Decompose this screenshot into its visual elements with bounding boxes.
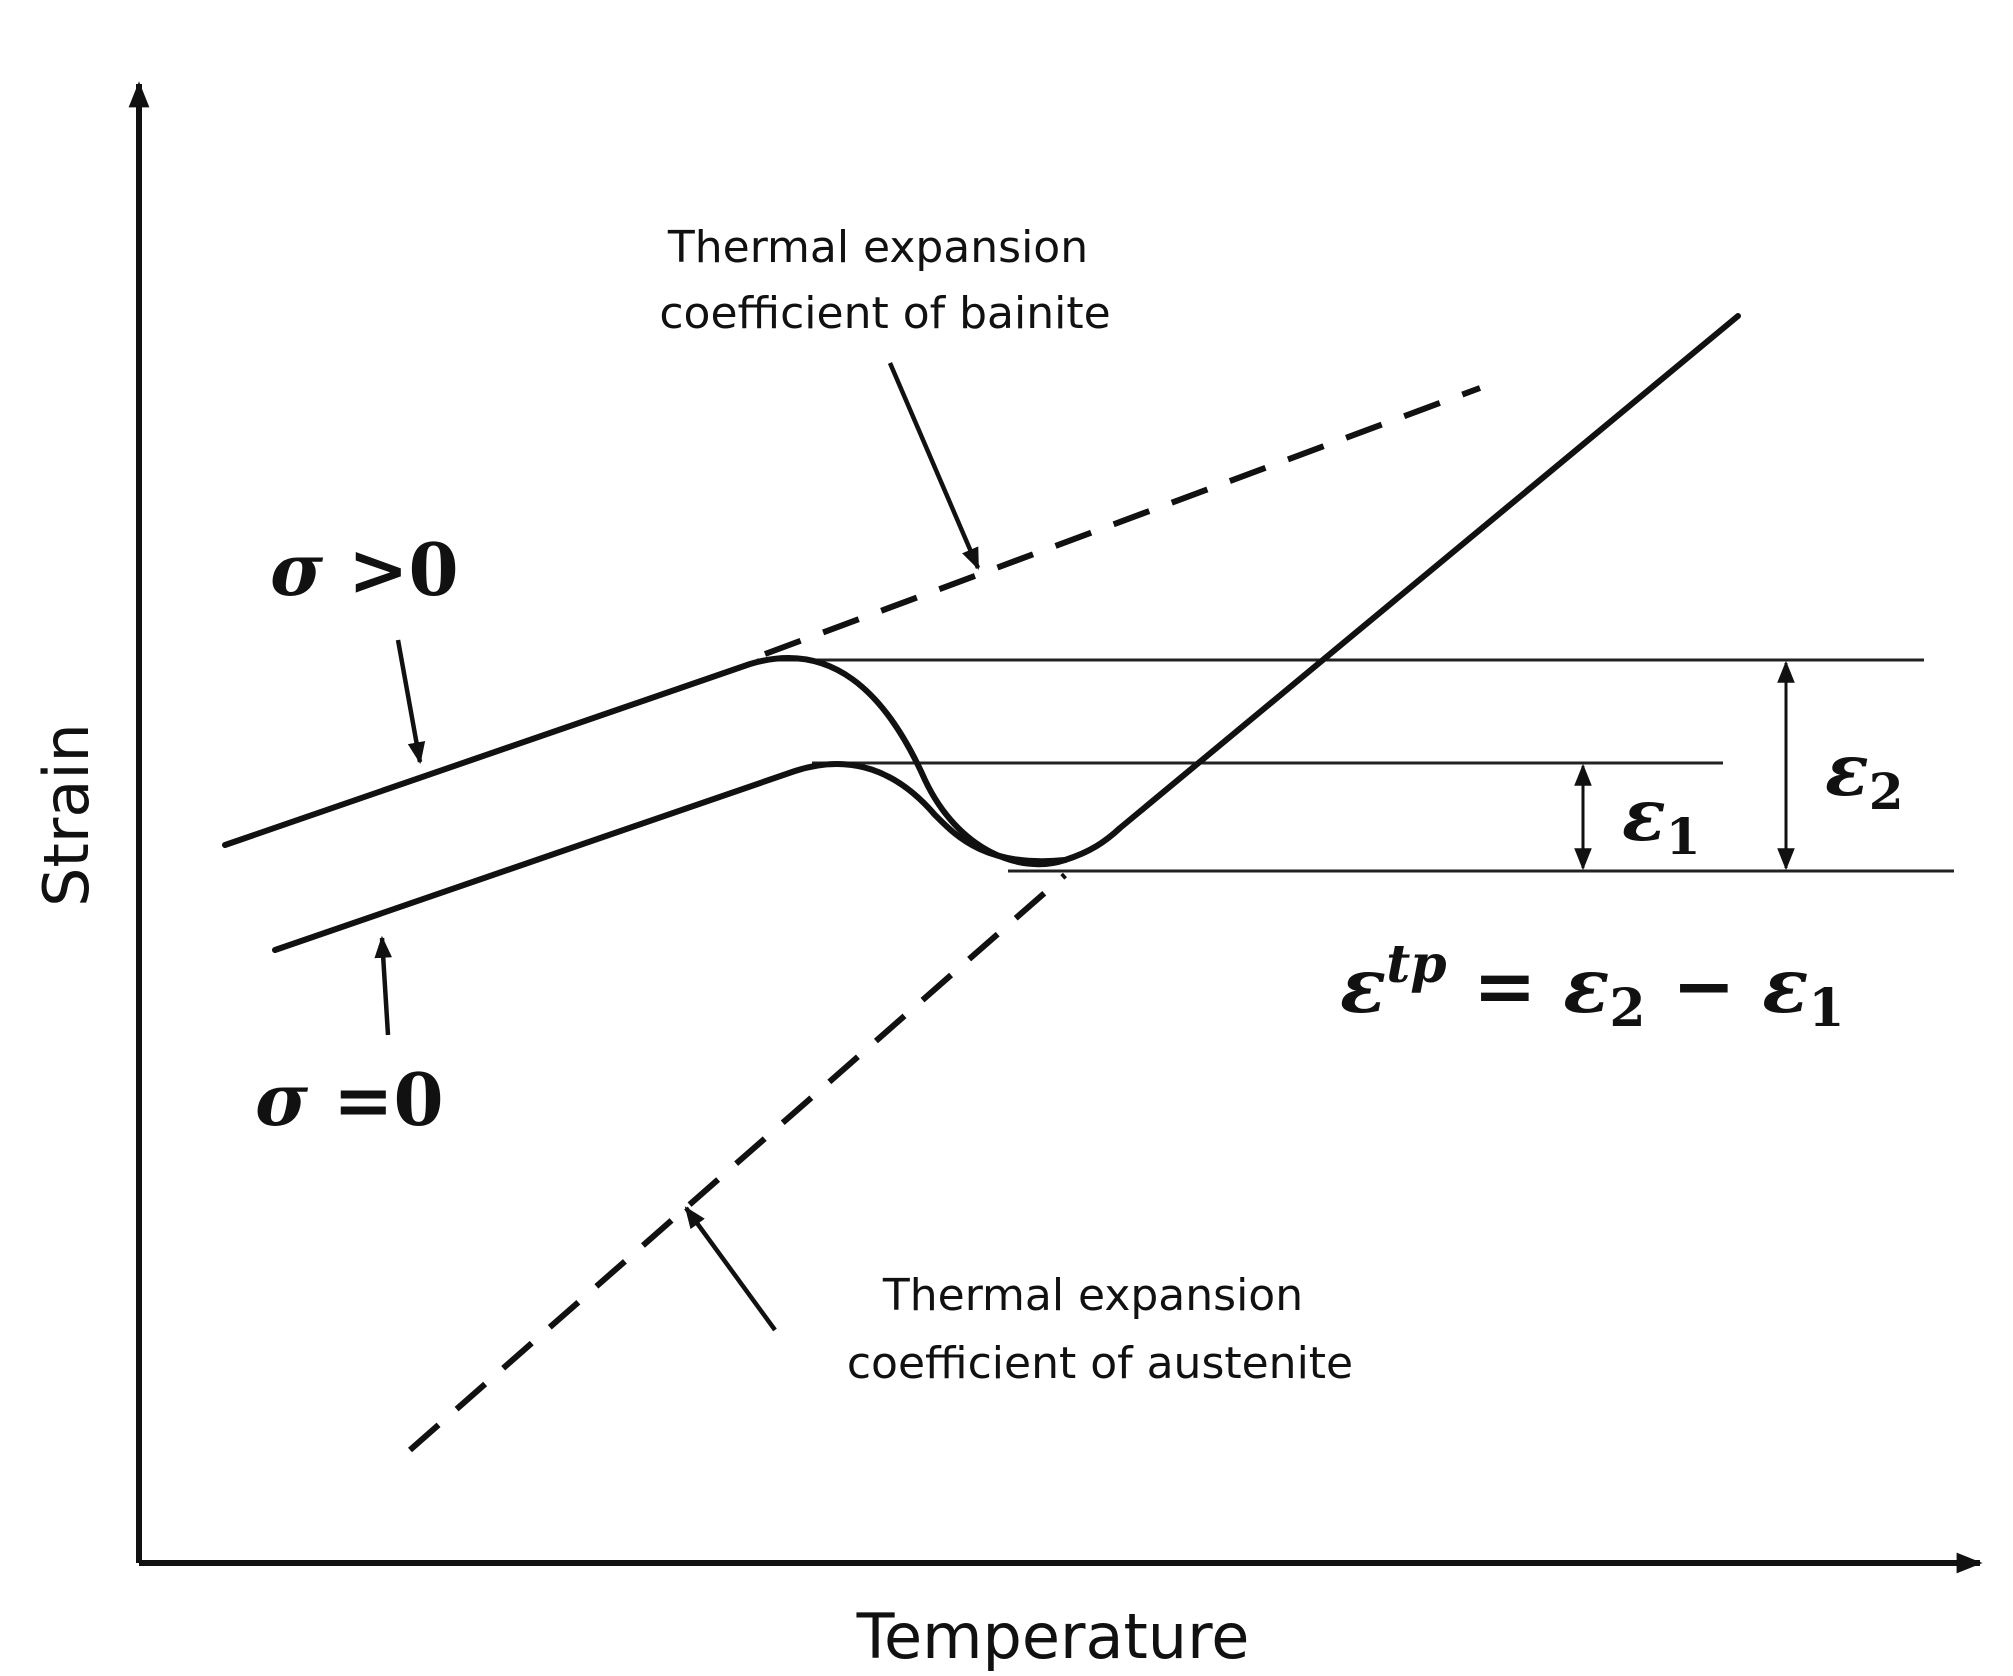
austenite-label: Thermal expansion coefficient of austeni… <box>847 1270 1353 1389</box>
stressed-curve <box>222 655 1068 868</box>
epsilon-2-label: ε2 <box>1825 727 1904 821</box>
sigma-positive-label: σ >0 <box>270 527 459 612</box>
austenite-pointer-arrow <box>684 1206 777 1332</box>
bainite-expansion-line <box>763 385 1482 657</box>
sigma-positive-arrow <box>395 639 426 765</box>
sigma-zero-arrow <box>374 935 393 1036</box>
transformation-plasticity-formula: εtp = ε2 − ε1 <box>1340 934 1845 1039</box>
bainite-label: Thermal expansion coefficient of bainite <box>659 222 1110 339</box>
austenite-expansion-line <box>408 872 1067 1453</box>
sigma-zero-label: σ =0 <box>255 1057 444 1142</box>
x-axis-label: Temperature <box>856 1600 1250 1673</box>
austenite-cooling-curve <box>1062 313 1741 863</box>
y-axis-label: Strain <box>30 723 103 907</box>
bainite-pointer-arrow <box>887 362 981 571</box>
unstressed-curve <box>272 761 1068 953</box>
epsilon-1-label: ε1 <box>1622 772 1701 866</box>
